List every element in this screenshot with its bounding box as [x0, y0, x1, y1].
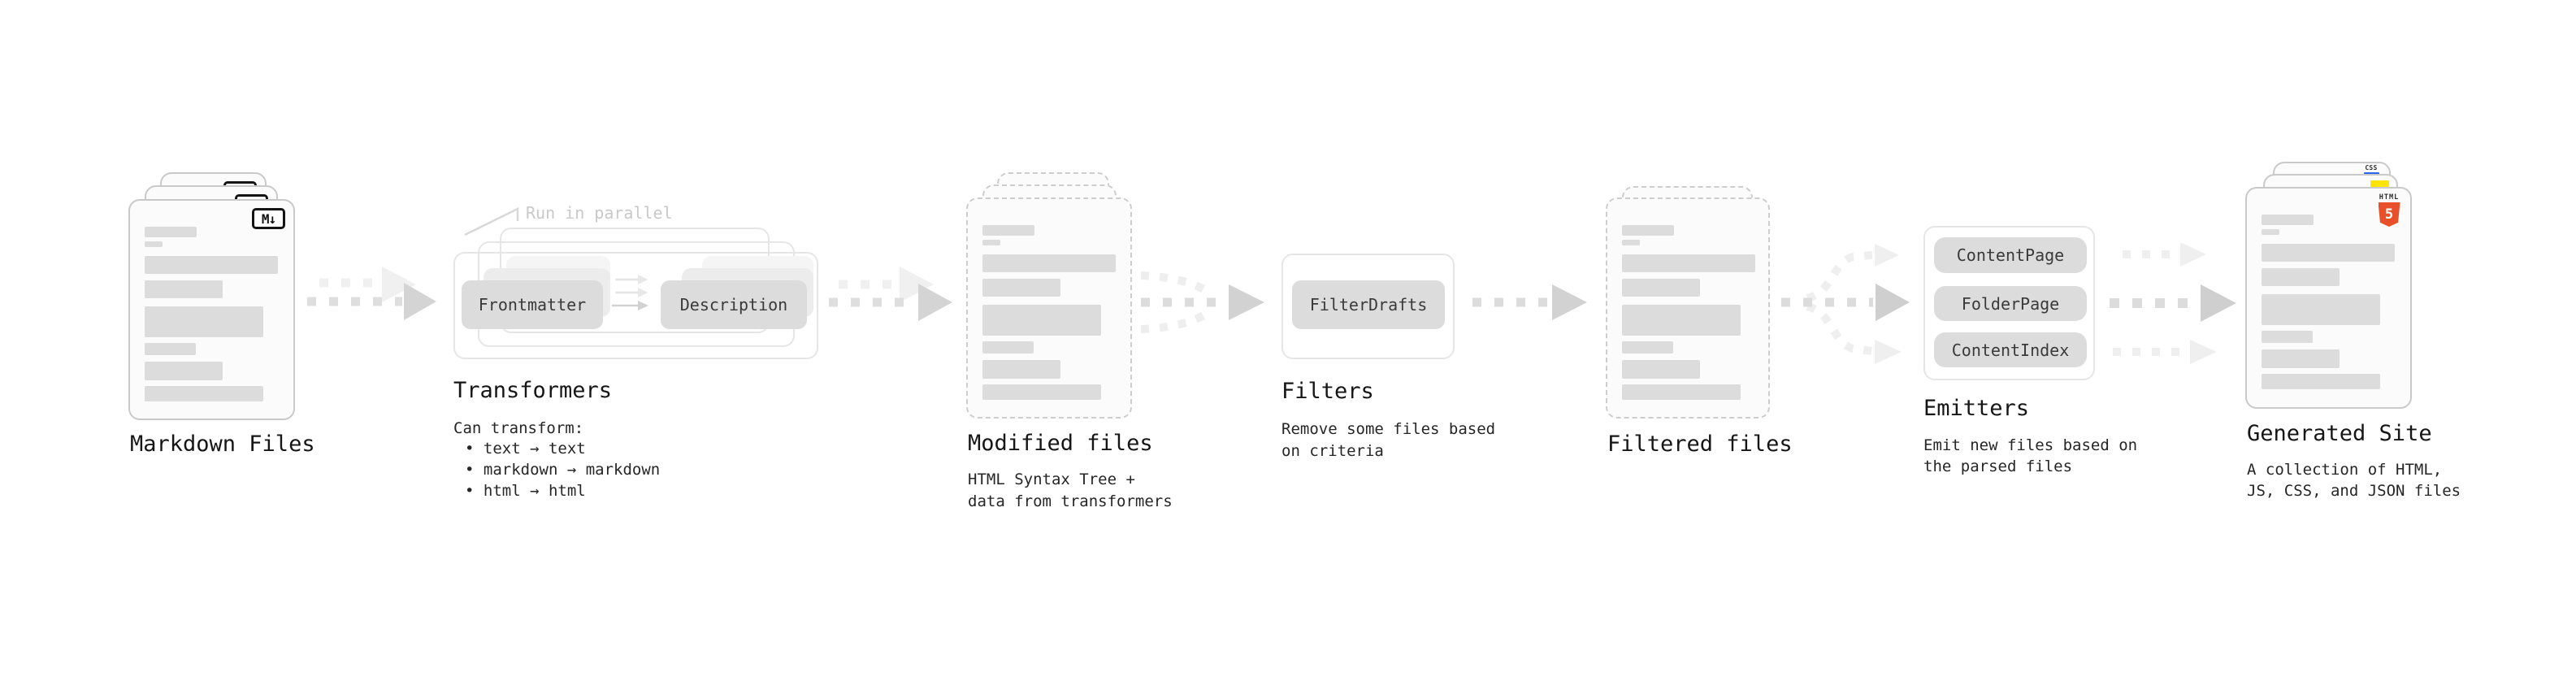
placeholder-text-bar [1622, 341, 1673, 354]
placeholder-text-bar [145, 256, 278, 274]
arrow-filters-to-filtered [1472, 284, 1587, 320]
arrow-transformers-to-modified [829, 267, 952, 321]
filters-label: Filters [1281, 379, 1374, 404]
placeholder-text-bar [1622, 305, 1741, 336]
description-box: Description [661, 280, 807, 329]
placeholder-text-bar [1622, 384, 1741, 400]
css-icon-label: CSS [2365, 164, 2378, 171]
css-icon: CSS [2363, 165, 2379, 176]
emitters-label: Emitters [1923, 396, 2030, 421]
transformers-bullet: • html → html [465, 482, 586, 500]
transformer-group-outline [453, 252, 818, 359]
doc-card: M↓ [128, 199, 295, 420]
html5-icon: HTML 5 [2378, 194, 2400, 227]
placeholder-text-bar [982, 225, 1034, 236]
placeholder-text-bar [982, 279, 1060, 297]
placeholder-text-bar [982, 384, 1101, 400]
doc-text-bars [2262, 189, 2425, 389]
generated-site-subtitle: A collection of HTML, JS, CSS, and JSON … [2247, 461, 2461, 500]
markdown-icon: M↓ [252, 208, 285, 229]
placeholder-text-bar [982, 341, 1034, 354]
arrow-filtered-to-emitters [1781, 244, 1910, 364]
transformers-bullet: • text → text [465, 440, 586, 458]
placeholder-text-bar [145, 241, 163, 247]
doc-card [966, 197, 1132, 419]
doc-text-bars [145, 201, 308, 401]
arrow-markdown-to-transformers [307, 267, 436, 320]
placeholder-text-bar [2262, 331, 2313, 343]
filters-subtitle: Remove some files based on criteria [1281, 420, 1496, 460]
css-icon-bar [2363, 172, 2379, 176]
transformers-heading: Can transform: [453, 419, 584, 437]
placeholder-text-bar [2262, 229, 2279, 235]
filtered-files-label: Filtered files [1607, 432, 1793, 457]
placeholder-text-bar [1622, 254, 1755, 272]
placeholder-text-bar [145, 362, 223, 380]
doc-text-bars [1622, 199, 1783, 400]
modified-files-subtitle: HTML Syntax Tree + data from transformer… [968, 471, 1173, 510]
placeholder-text-bar [982, 254, 1116, 272]
html5-icon-shield: 5 [2378, 202, 2400, 227]
generated-site-label: Generated Site [2247, 421, 2432, 446]
filterdrafts-box: FilterDrafts [1292, 280, 1445, 329]
placeholder-text-bar [2262, 374, 2380, 389]
contentpage-box: ContentPage [1934, 237, 2087, 273]
doc-text-bars [982, 199, 1145, 400]
placeholder-text-bar [1622, 360, 1700, 379]
modified-files-label: Modified files [968, 431, 1153, 456]
contentindex-box: ContentIndex [1934, 332, 2087, 367]
placeholder-text-bar [145, 306, 263, 337]
placeholder-text-bar [2262, 244, 2395, 262]
transformers-bullet: • markdown → markdown [465, 461, 661, 479]
placeholder-text-bar [2262, 268, 2340, 286]
folderpage-box: FolderPage [1934, 286, 2087, 321]
placeholder-text-bar [982, 305, 1101, 336]
arrow-emitters-to-generated [2110, 242, 2236, 364]
doc-card [1606, 197, 1770, 419]
placeholder-text-bar [145, 227, 197, 237]
filters-group-outline [1281, 254, 1455, 359]
placeholder-text-bar [145, 280, 223, 298]
placeholder-text-bar [1622, 225, 1674, 236]
placeholder-text-bar [982, 240, 1000, 245]
html5-icon-word: HTML [2379, 193, 2400, 202]
transformers-label: Transformers [453, 378, 613, 403]
run-in-parallel-leader-line [464, 206, 519, 236]
arrow-modified-to-filters [1140, 271, 1264, 333]
emitters-group-outline [1923, 226, 2095, 380]
placeholder-text-bar [982, 360, 1060, 379]
placeholder-text-bar [145, 343, 196, 355]
placeholder-text-bar [145, 386, 263, 401]
placeholder-text-bar [1622, 240, 1640, 245]
placeholder-text-bar [2262, 215, 2314, 225]
placeholder-text-bar [1622, 279, 1700, 297]
placeholder-text-bar [2262, 294, 2380, 325]
placeholder-text-bar [2262, 349, 2340, 368]
markdown-files-label: Markdown Files [130, 432, 315, 457]
doc-card: HTML 5 [2245, 187, 2412, 409]
transformer-parallel-arrows [612, 275, 648, 310]
run-in-parallel-note: Run in parallel [526, 203, 673, 223]
emitters-subtitle: Emit new files based on the parsed files [1923, 436, 2138, 475]
frontmatter-box: Frontmatter [462, 280, 603, 329]
